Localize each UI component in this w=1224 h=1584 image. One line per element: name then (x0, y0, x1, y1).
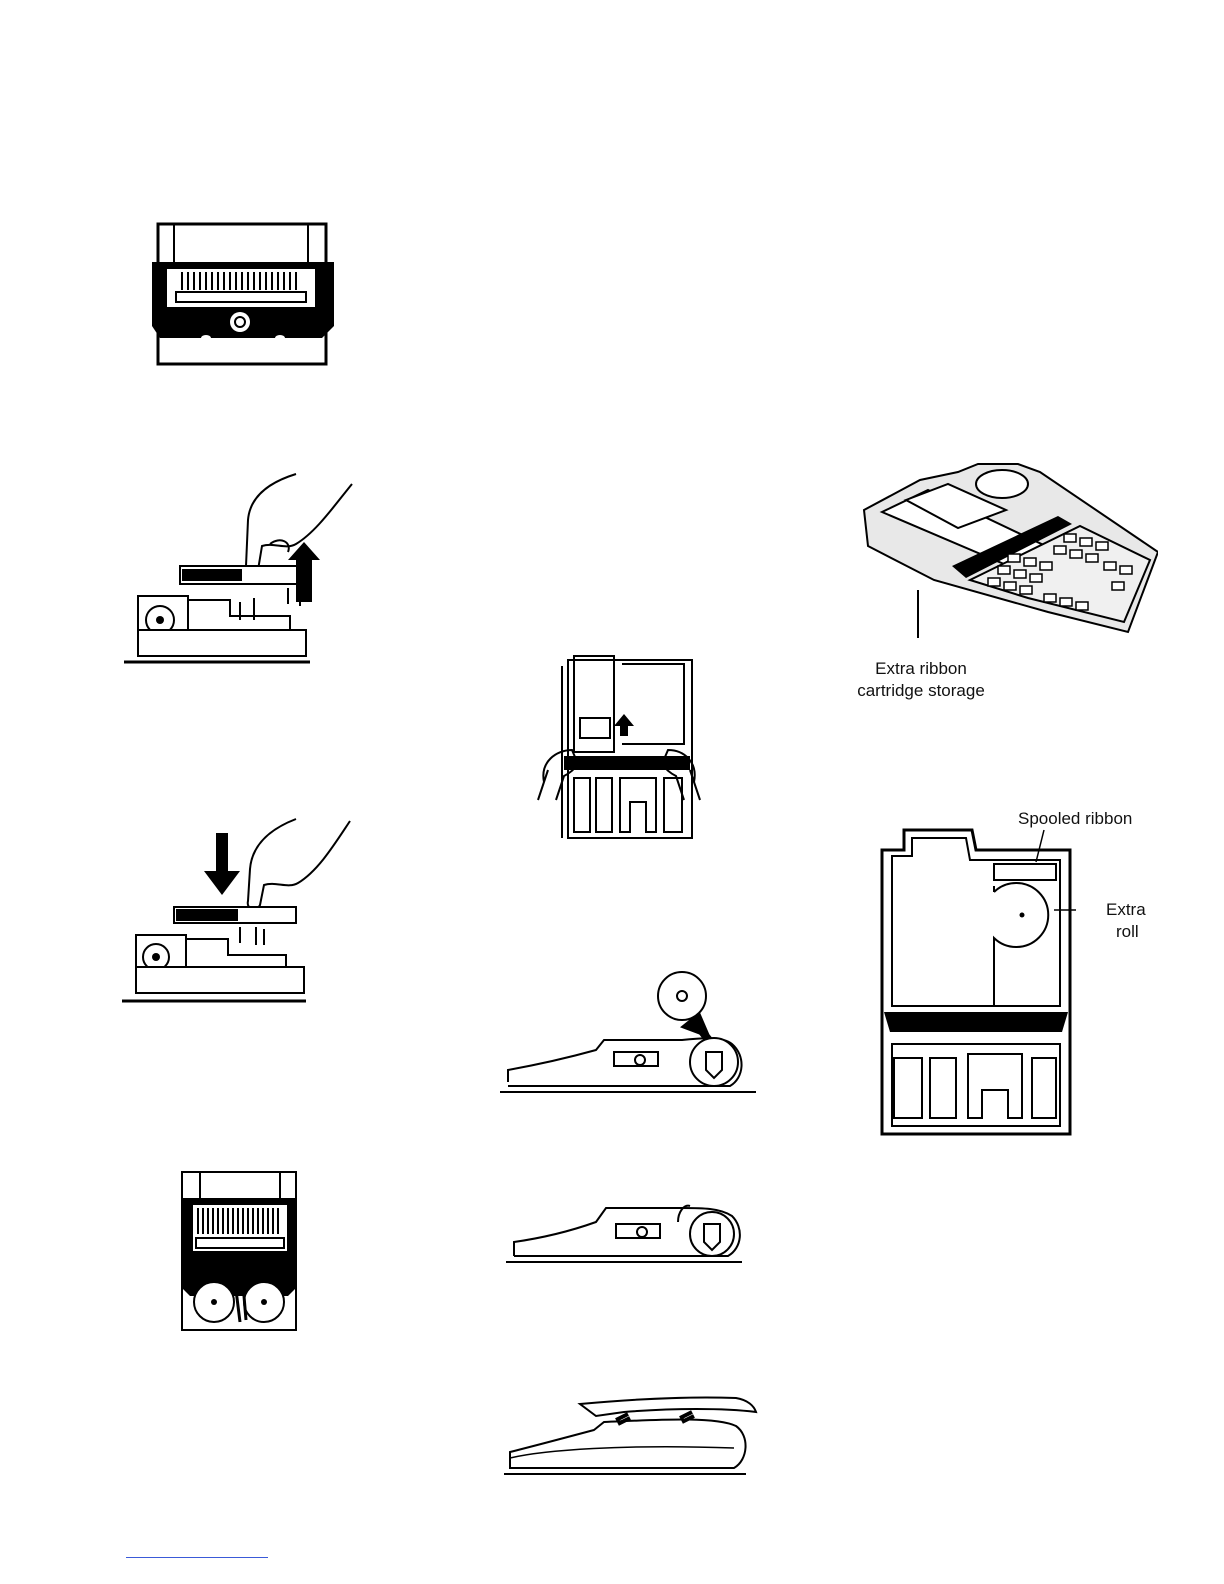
cover-attach-illustration (504, 1390, 760, 1482)
insert-cartridge-figure (120, 815, 356, 1010)
extra-roll-label-line2: roll (1116, 921, 1139, 943)
print-mechanism-figure (138, 222, 344, 366)
ribbon-spools-figure (176, 1168, 302, 1334)
ribbon-spools-illustration (176, 1168, 302, 1334)
extra-roll-label-line1: Extra (1106, 899, 1146, 921)
hand-inserting-cartridge-illustration (120, 815, 356, 1010)
attach-cover-figure (504, 1390, 760, 1482)
calculator-figure (858, 462, 1158, 640)
paper-roll-loading-illustration (500, 970, 756, 1098)
extra-ribbon-label-line2: cartridge storage (846, 680, 996, 702)
footer-rule (126, 1557, 268, 1558)
storage-tray-figure (876, 826, 1076, 1138)
extra-ribbon-label-line1: Extra ribbon (846, 658, 996, 680)
paper-roll-seated-illustration (506, 1196, 742, 1268)
extra-ribbon-storage-label: Extra ribbon cartridge storage (846, 658, 996, 702)
storage-tray-illustration (876, 826, 1076, 1138)
open-cover-figure (534, 652, 704, 846)
calculator-illustration (858, 462, 1158, 640)
printer-mechanism-illustration (138, 222, 344, 366)
roll-seated-figure (506, 1196, 742, 1268)
load-roll-figure (500, 970, 756, 1098)
hand-lifting-cartridge-illustration (120, 470, 356, 670)
hands-opening-cover-illustration (534, 652, 704, 846)
remove-cartridge-figure (120, 470, 356, 670)
spooled-ribbon-label: Spooled ribbon (1018, 808, 1132, 830)
